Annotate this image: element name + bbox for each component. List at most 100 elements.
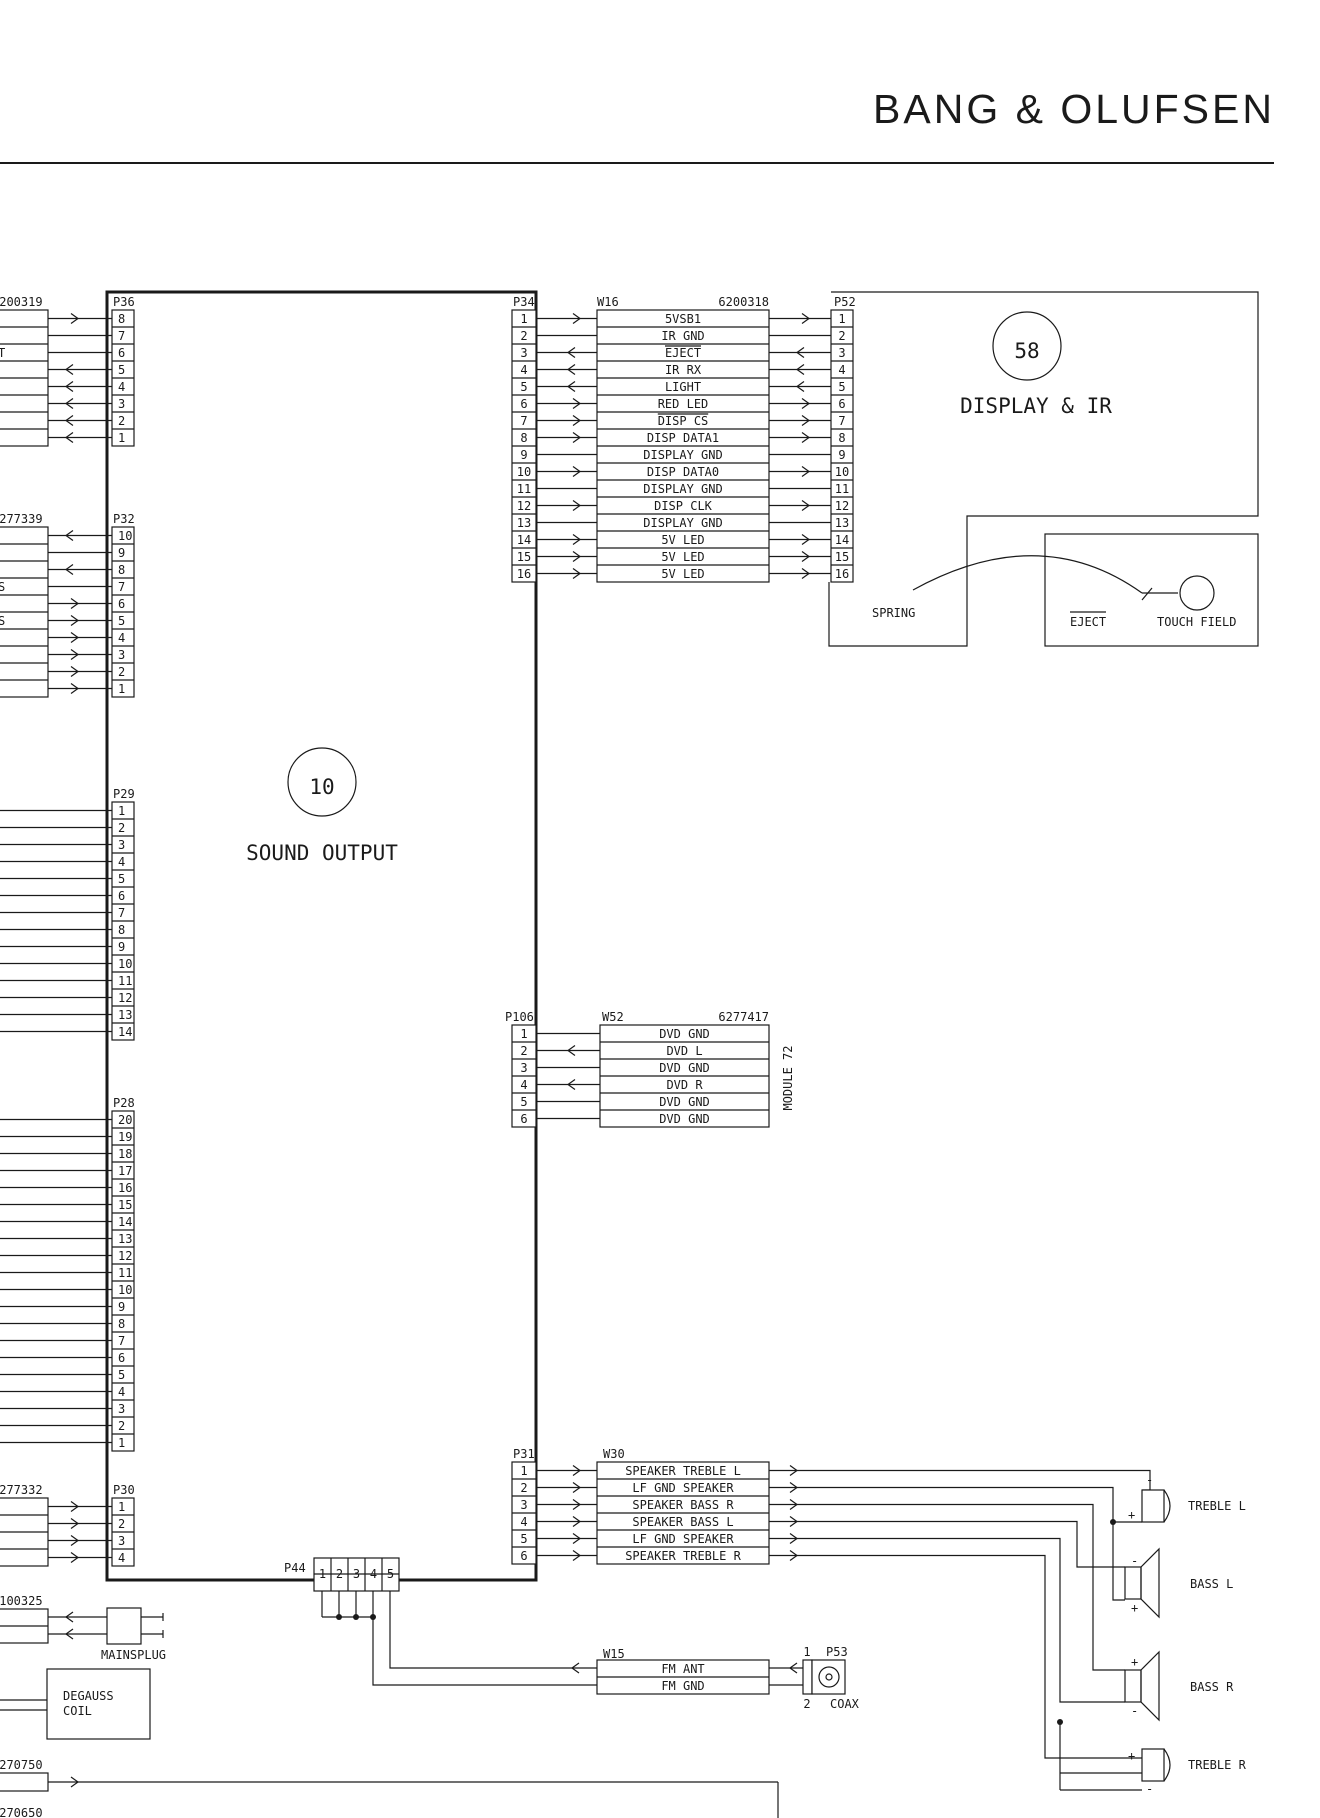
harness-w16-label: W16 (597, 295, 619, 309)
signal-label: DVD GND (659, 1112, 710, 1126)
junction-dot (1110, 1519, 1116, 1525)
pin-number: 2 (520, 1044, 527, 1058)
arrow-icon (801, 313, 811, 324)
signal-label: 5V LED (661, 533, 704, 547)
signal-label: DISP CLK (654, 499, 713, 513)
pin-number: 6 (520, 397, 527, 411)
arrow-icon (70, 683, 80, 694)
speaker-treble-r-label: TREBLE R (1188, 1758, 1247, 1772)
pin-number: 15 (517, 550, 531, 564)
wire-bass-l-pos (769, 1520, 1125, 1568)
pin-number: 4 (118, 631, 125, 645)
arrow-icon (70, 313, 80, 324)
arrow-icon (70, 598, 80, 609)
connector-p30-label: P30 (113, 1483, 135, 1497)
pin-number: 6 (520, 1549, 527, 1563)
wire-fm-ant (389, 1591, 597, 1669)
pin-number: 2 (118, 414, 125, 428)
speaker-body (1141, 1748, 1165, 1782)
pin-number: 14 (835, 533, 849, 547)
pin-number: 13 (118, 1008, 132, 1022)
polarity-mark: - (1131, 1554, 1138, 1568)
pin-number: 4 (118, 1385, 125, 1399)
pin-number: 4 (118, 1551, 125, 1565)
pin-number: 3 (838, 346, 845, 360)
harness-w16-code: 6200318 (718, 295, 769, 309)
arrow-icon (801, 466, 811, 477)
header-rule (0, 162, 1274, 164)
arrow-icon (70, 1501, 80, 1512)
pin-number: 6 (118, 889, 125, 903)
pin-number: 6 (838, 397, 845, 411)
signal-label: DVD GND (659, 1061, 710, 1075)
arrow-icon (572, 313, 582, 324)
module-10-circle (287, 747, 357, 817)
arrow-icon (572, 432, 582, 443)
module-58-outline (828, 291, 1259, 647)
signal-label: FM ANT (661, 1662, 704, 1676)
degauss-label-line2: COIL (63, 1704, 92, 1718)
speaker-cone (1140, 1547, 1160, 1619)
arrow-icon (570, 1662, 580, 1674)
arrow-icon (70, 632, 80, 643)
speaker-bass-r-label: BASS R (1190, 1680, 1234, 1694)
pin-number: 14 (517, 533, 531, 547)
arrow-icon (572, 568, 582, 579)
pin-number: 2 (838, 329, 845, 343)
pin-number: 11 (517, 482, 531, 496)
module-72-label: MODULE 72 (781, 1045, 795, 1110)
pin-number: 1 (118, 1436, 125, 1450)
signal-label: IR RX (665, 363, 702, 377)
eject-label: EJECT (1070, 615, 1106, 629)
signal-label: FM GND (661, 1679, 704, 1693)
pin-number: 16 (118, 1181, 132, 1195)
harness-code-p30: 6277332 (0, 1483, 43, 1497)
arrow-icon (801, 568, 811, 579)
pin-number: 8 (118, 312, 125, 326)
pin-number: 3 (520, 346, 527, 360)
pin-number: 10 (118, 1283, 132, 1297)
speaker-dome (1163, 1748, 1171, 1782)
pin-number: 7 (118, 329, 125, 343)
module-58-title: DISPLAY & IR (960, 394, 1112, 418)
pin-number: 9 (520, 448, 527, 462)
pin-number: 5 (520, 1095, 527, 1109)
harness-code-bottom-1: 6270750 (0, 1758, 43, 1772)
module-58-circle (992, 311, 1062, 381)
pin-number: 7 (118, 906, 125, 920)
pin-number: 10 (118, 529, 132, 543)
degauss-coil-box (46, 1668, 151, 1740)
arrow-icon (801, 398, 811, 409)
harness-bottom-1-box (0, 1772, 49, 1792)
pin-number: 12 (835, 499, 849, 513)
signal-label: DISP CS (658, 414, 709, 428)
speaker-bass-l-label: BASS L (1190, 1577, 1233, 1591)
signal-label: RED LED (658, 397, 709, 411)
pin-number: 10 (517, 465, 531, 479)
pin-number: 18 (118, 1147, 132, 1161)
pin-number: 13 (118, 1232, 132, 1246)
arrow-icon (64, 432, 74, 443)
harness-w30-label: W30 (603, 1447, 625, 1461)
signal-label: LIGHT (665, 380, 701, 394)
pin-number: 9 (118, 940, 125, 954)
signal-label: DVD R (666, 1078, 703, 1092)
connector-p106-label: P106 (505, 1010, 534, 1024)
signal-label: 5V LED (661, 550, 704, 564)
arrow-icon (801, 415, 811, 426)
pin-number: 8 (118, 923, 125, 937)
pin-number: 6 (118, 597, 125, 611)
speaker-body (1141, 1489, 1165, 1523)
arrow-icon (572, 1482, 582, 1493)
signal-label: DVD GND (659, 1027, 710, 1041)
spring-contact-arc (912, 555, 1143, 594)
pin-number: 5 (520, 380, 527, 394)
touch-panel-box (1044, 533, 1259, 647)
touch-field-pad-icon (1179, 575, 1215, 611)
connector-p44-label: P44 (284, 1561, 306, 1575)
arrow-icon (64, 415, 74, 426)
pin-number: 1 (803, 1645, 810, 1659)
signal-label: SPEAKER TREBLE L (625, 1464, 741, 1478)
pin-number: 3 (520, 1061, 527, 1075)
pin-number: 13 (517, 516, 531, 530)
